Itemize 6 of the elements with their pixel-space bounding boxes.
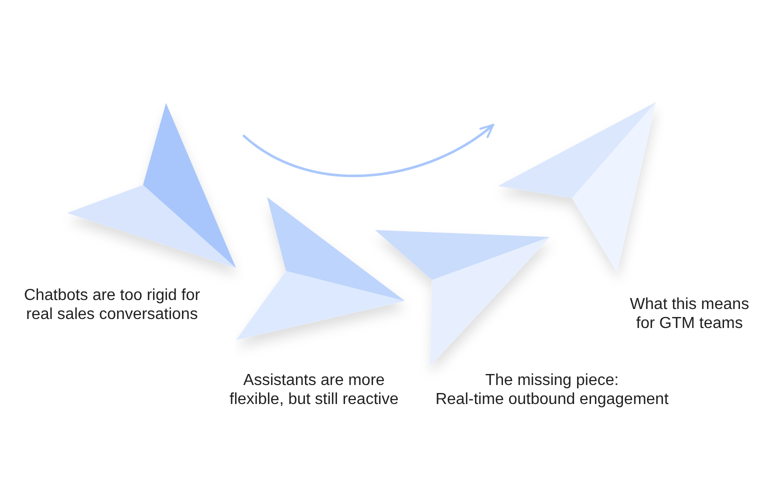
caption-text: Chatbots are too rigid for real sales conversations (23, 286, 201, 324)
caption-text: Real-time outbound engagement (434, 390, 670, 408)
caption-text: What this means for GTM teams (629, 294, 750, 332)
caption-text: Assistants are more flexible, but still reactive (229, 370, 399, 408)
caption-text: The missing piece: (484, 370, 620, 390)
curved-arrow (242, 124, 494, 178)
